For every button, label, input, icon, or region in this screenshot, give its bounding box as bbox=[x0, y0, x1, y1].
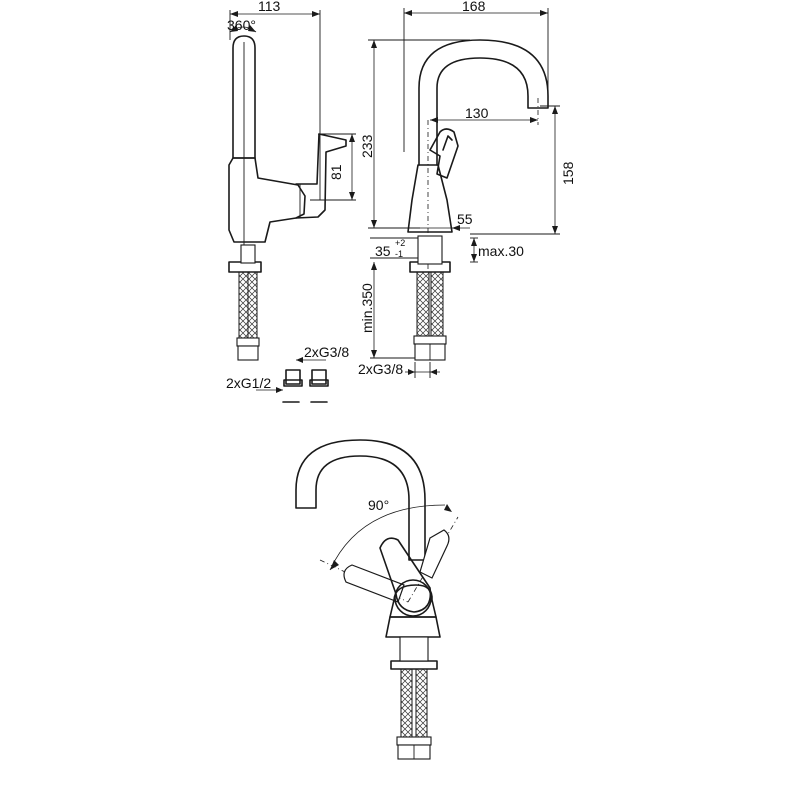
dimension-168-label: 168 bbox=[462, 0, 486, 14]
front-hoses bbox=[413, 271, 447, 361]
dimension-113 bbox=[229, 10, 321, 200]
fitting-outlet-thread-label: 2xG3/8 bbox=[304, 344, 349, 360]
dimension-168 bbox=[403, 8, 549, 152]
max-30-label: max.30 bbox=[478, 243, 524, 259]
dimension-min350 bbox=[370, 262, 420, 359]
lever-view-body bbox=[389, 584, 437, 618]
side-mount bbox=[228, 244, 262, 273]
lever-pivot bbox=[394, 579, 432, 617]
angle-arc bbox=[329, 504, 446, 571]
angle-90-label: 90° bbox=[368, 497, 389, 513]
side-view: 113 360° 81 bbox=[226, 0, 356, 403]
fittings bbox=[256, 357, 329, 403]
tolerance-minus-label: -1 bbox=[395, 249, 403, 259]
lever-view: 90° bbox=[295, 439, 459, 760]
dimension-81-label: 81 bbox=[328, 164, 344, 180]
lever-view-mount bbox=[390, 660, 438, 670]
lever-view-hoses bbox=[396, 668, 432, 760]
front-lever bbox=[429, 128, 459, 179]
dimension-min350-label: min.350 bbox=[359, 283, 375, 333]
dimension-81 bbox=[310, 133, 356, 201]
lever-view-base bbox=[385, 616, 441, 638]
side-body bbox=[228, 133, 347, 243]
tolerance-plus-label: +2 bbox=[395, 238, 405, 248]
lever-ghost-positions bbox=[343, 529, 450, 603]
dimension-233-label: 233 bbox=[359, 134, 375, 158]
front-mount bbox=[370, 235, 478, 273]
dimension-130-label: 130 bbox=[465, 105, 489, 121]
front-body bbox=[407, 164, 453, 233]
dimension-113-label: 113 bbox=[258, 0, 281, 14]
dimension-158 bbox=[470, 105, 560, 235]
dimension-158-label: 158 bbox=[560, 161, 576, 185]
front-view: 168 233 130 bbox=[358, 0, 576, 378]
lever-view-handle bbox=[379, 537, 432, 613]
dimension-55-label: 55 bbox=[457, 211, 473, 227]
lever-view-spout bbox=[295, 439, 426, 561]
dimension-g38 bbox=[405, 362, 440, 378]
rotation-360-label: 360° bbox=[227, 17, 256, 33]
dimension-55 bbox=[408, 225, 470, 231]
side-hoses bbox=[236, 271, 260, 361]
hose-thread-label: 2xG3/8 bbox=[358, 361, 403, 377]
dimension-130 bbox=[430, 117, 538, 123]
side-spout bbox=[232, 35, 256, 260]
dimension-35-label: 35 bbox=[375, 243, 391, 259]
fitting-inlet-thread-label: 2xG1/2 bbox=[226, 375, 271, 391]
